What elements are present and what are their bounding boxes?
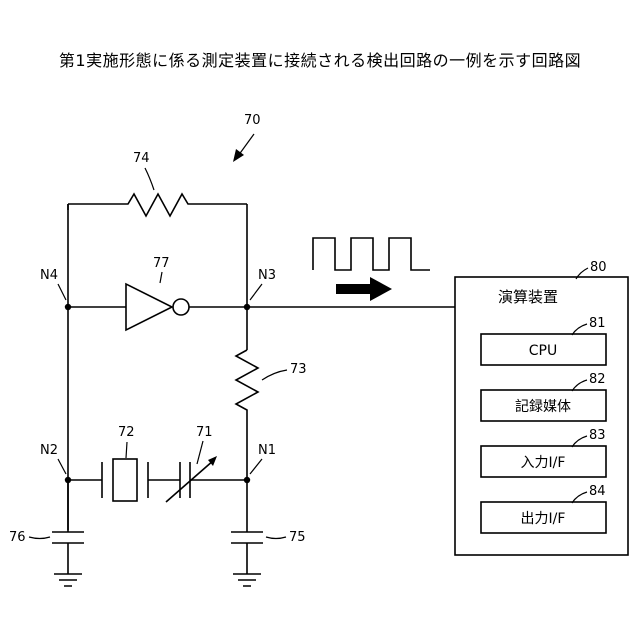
crystal-72 — [102, 459, 148, 501]
resistor-73 — [236, 350, 258, 480]
ref-71-leader — [197, 441, 203, 464]
capacitor-75 — [231, 480, 263, 574]
ref-71-label: 71 — [196, 425, 213, 440]
capacitor-76 — [52, 480, 84, 574]
ref-75-label: 75 — [289, 530, 306, 545]
resistor-74 — [68, 194, 247, 216]
ground-left-icon — [54, 574, 82, 586]
ref-80-label: 80 — [590, 260, 607, 275]
node-n1-label: N1 — [258, 443, 276, 458]
ref-72-label: 72 — [118, 425, 135, 440]
node-n3-label: N3 — [258, 268, 276, 283]
ref-76-label: 76 — [9, 530, 26, 545]
block-cpu-label: CPU — [529, 343, 557, 359]
node-n2-label: N2 — [40, 443, 58, 458]
ref-77-label: 77 — [153, 256, 170, 271]
ref-84-label: 84 — [589, 484, 606, 499]
ref-75-leader — [266, 537, 286, 539]
inverter-77 — [126, 284, 189, 330]
ref-81-label: 81 — [589, 316, 606, 331]
ref-73-leader — [262, 370, 287, 380]
ref-83-label: 83 — [589, 428, 606, 443]
signal-arrow-icon — [336, 277, 392, 301]
block-storage-label: 記録媒体 — [515, 398, 571, 415]
node-n1-leader — [250, 459, 262, 474]
node-n4-dot — [65, 304, 71, 310]
variable-capacitor-71 — [166, 456, 217, 502]
ref-82-label: 82 — [589, 372, 606, 387]
node-n4-leader — [58, 284, 66, 300]
ref-77-leader — [160, 272, 162, 283]
ref-76-leader — [29, 537, 50, 539]
ref-74-leader — [145, 168, 154, 190]
ref-72-leader — [126, 442, 127, 458]
ref-74-label: 74 — [133, 151, 150, 166]
ref-70-label: 70 — [244, 113, 261, 128]
ref-73-label: 73 — [290, 362, 307, 377]
block-input-if-label: 入力I/F — [521, 455, 566, 471]
block-output-if-label: 出力I/F — [521, 511, 566, 527]
ground-right-icon — [233, 574, 261, 586]
square-wave-icon — [313, 238, 430, 270]
device-name: 演算装置 — [498, 288, 558, 306]
node-n3-dot — [244, 304, 250, 310]
node-n4-label: N4 — [40, 268, 58, 283]
node-n2-leader — [58, 459, 66, 474]
node-n3-leader — [250, 284, 262, 300]
